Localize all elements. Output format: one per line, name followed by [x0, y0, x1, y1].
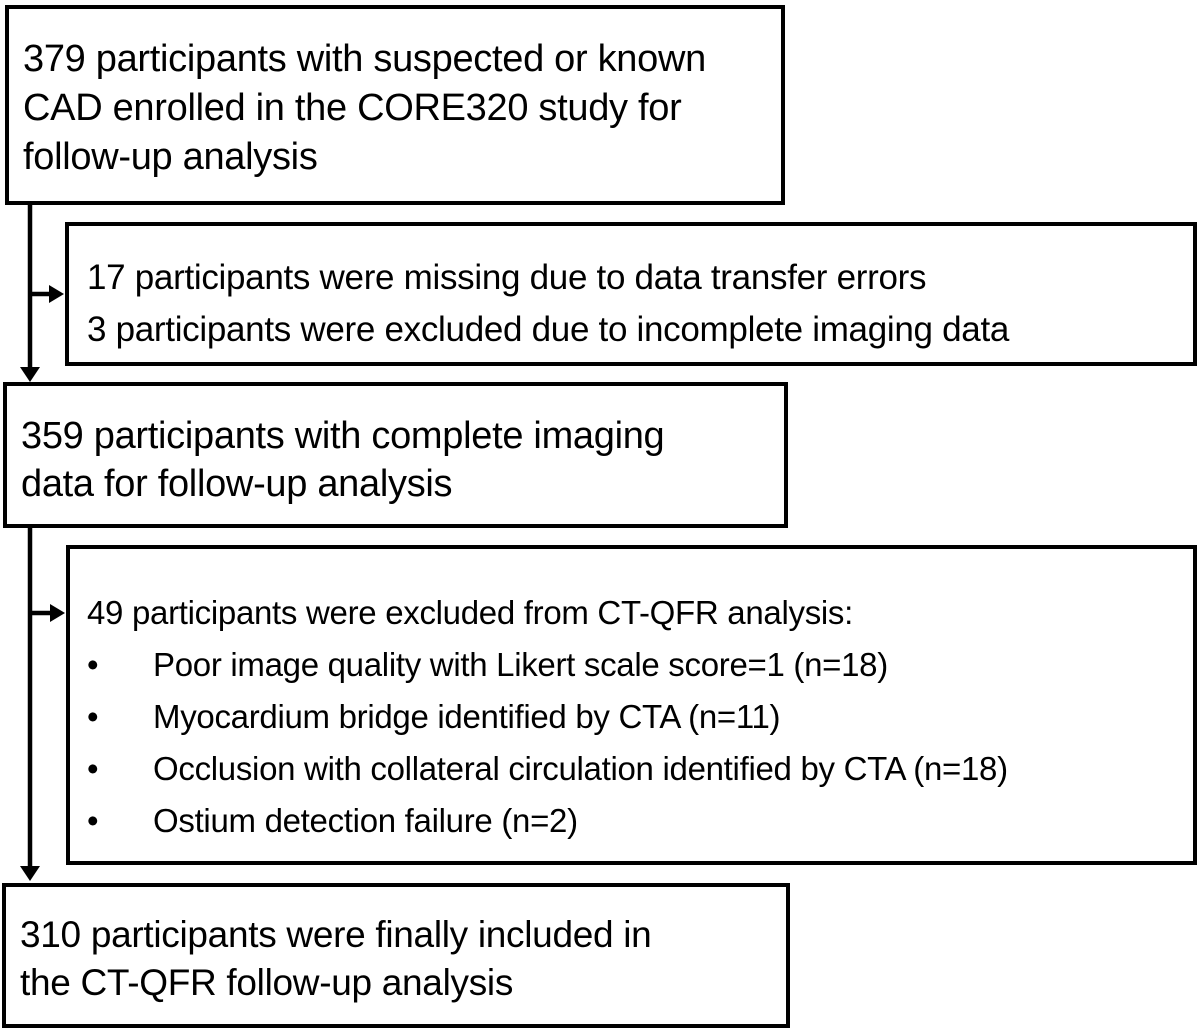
arrow-right-icon: [49, 285, 64, 303]
box-final-line-1: 310 participants were finally included i…: [20, 914, 652, 955]
arrow-down-icon: [20, 866, 40, 881]
box-excluded-heading: 49 participants were excluded from CT-QF…: [87, 594, 854, 631]
bullet-icon: •: [87, 802, 99, 839]
box-enrolled-line-1: 379 participants with suspected or known: [23, 38, 706, 80]
box-final-line-2: the CT-QFR follow-up analysis: [20, 962, 514, 1003]
box-enrolled-line-3: follow-up analysis: [23, 136, 318, 178]
bullet-item: • Myocardium bridge identified by CTA (n…: [87, 691, 1183, 743]
connector-branch-excluded: [28, 604, 65, 622]
connector-complete-to-final: [20, 527, 40, 881]
arrow-down-icon: [20, 367, 40, 382]
box-enrolled-line-2: CAD enrolled in the CORE320 study for: [23, 87, 682, 129]
box-enrolled: 379 participants with suspected or known…: [5, 5, 785, 205]
bullet-text-2: Myocardium bridge identified by CTA (n=1…: [153, 698, 781, 735]
bullet-item: • Poor image quality with Likert scale s…: [87, 639, 1183, 691]
box-missing-line-2: 3 participants were excluded due to inco…: [87, 310, 1010, 349]
bullet-gap: [113, 639, 153, 691]
arrow-right-icon: [50, 604, 65, 622]
bullet-gap: [113, 691, 153, 743]
box-complete-line-1: 359 participants with complete imaging: [21, 415, 665, 457]
bullet-gap: [113, 743, 153, 795]
box-exclusion-ctqfr: 49 participants were excluded from CT-QF…: [66, 545, 1197, 865]
bullet-text-1: Poor image quality with Likert scale sco…: [153, 646, 888, 683]
box-complete-imaging: 359 participants with complete imaging d…: [3, 382, 788, 528]
box-complete-line-2: data for follow-up analysis: [21, 463, 453, 505]
box-exclusion-missing: 17 participants were missing due to data…: [65, 222, 1197, 366]
box-final-included: 310 participants were finally included i…: [2, 883, 790, 1028]
box-missing-line-1: 17 participants were missing due to data…: [87, 258, 927, 297]
bullet-icon: •: [87, 750, 99, 787]
bullet-icon: •: [87, 646, 99, 683]
bullet-text-3: Occlusion with collateral circulation id…: [153, 750, 1008, 787]
bullet-icon: •: [87, 698, 99, 735]
bullet-gap: [113, 795, 153, 847]
bullet-text-4: Ostium detection failure (n=2): [153, 802, 578, 839]
connector-enrolled-to-complete: [20, 203, 40, 382]
connector-branch-missing: [28, 285, 64, 303]
bullet-item: • Ostium detection failure (n=2): [87, 795, 1183, 847]
bullet-item: • Occlusion with collateral circulation …: [87, 743, 1183, 795]
